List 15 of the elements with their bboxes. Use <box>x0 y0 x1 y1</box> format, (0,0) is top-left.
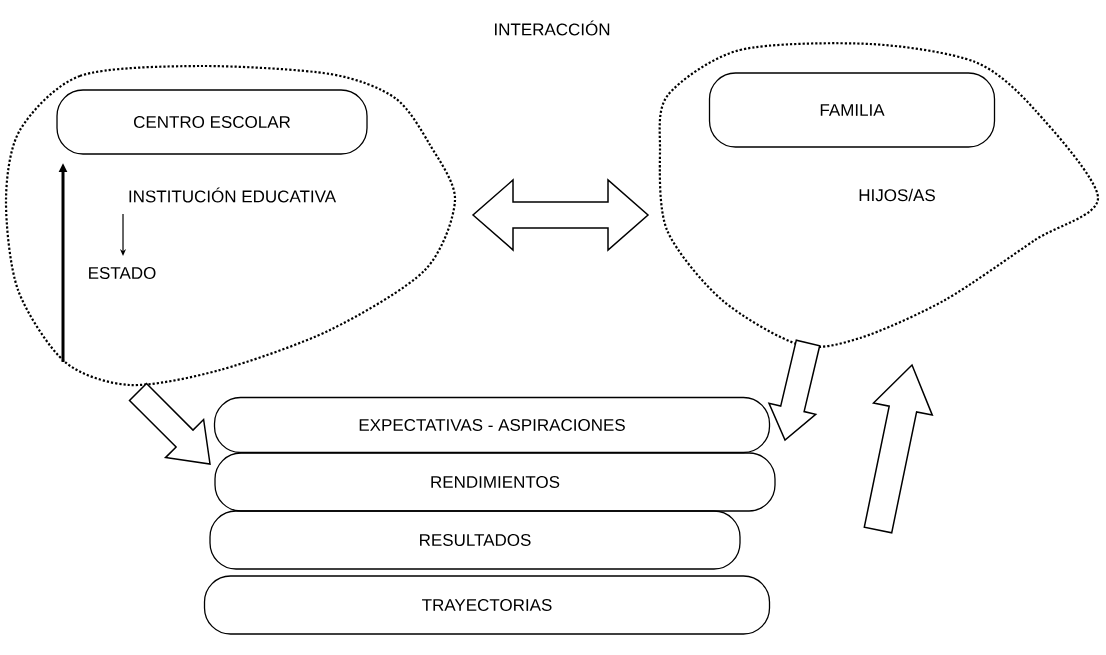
rounded-box: RESULTADOS <box>209 510 741 570</box>
rounded-box: FAMILIA <box>708 72 996 148</box>
rounded-box: RENDIMIENTOS <box>214 452 776 512</box>
dotted-blob <box>658 42 1100 349</box>
text-label: INSTITUCIÓN EDUCATIVA <box>129 187 337 203</box>
title: INTERACCIÓN <box>495 20 610 36</box>
text-label: HIJOS/AS <box>859 188 935 202</box>
block-arrow <box>128 382 211 465</box>
text-label: ESTADO <box>89 267 156 279</box>
rounded-box: TRAYECTORIAS <box>203 575 771 635</box>
block-arrow <box>767 339 821 442</box>
dotted-blob <box>4 64 457 387</box>
block-arrow <box>863 363 934 534</box>
rounded-box: EXPECTATIVAS - ASPIRACIONES <box>213 396 771 454</box>
rounded-box: CENTRO ESCOLAR <box>56 89 368 155</box>
